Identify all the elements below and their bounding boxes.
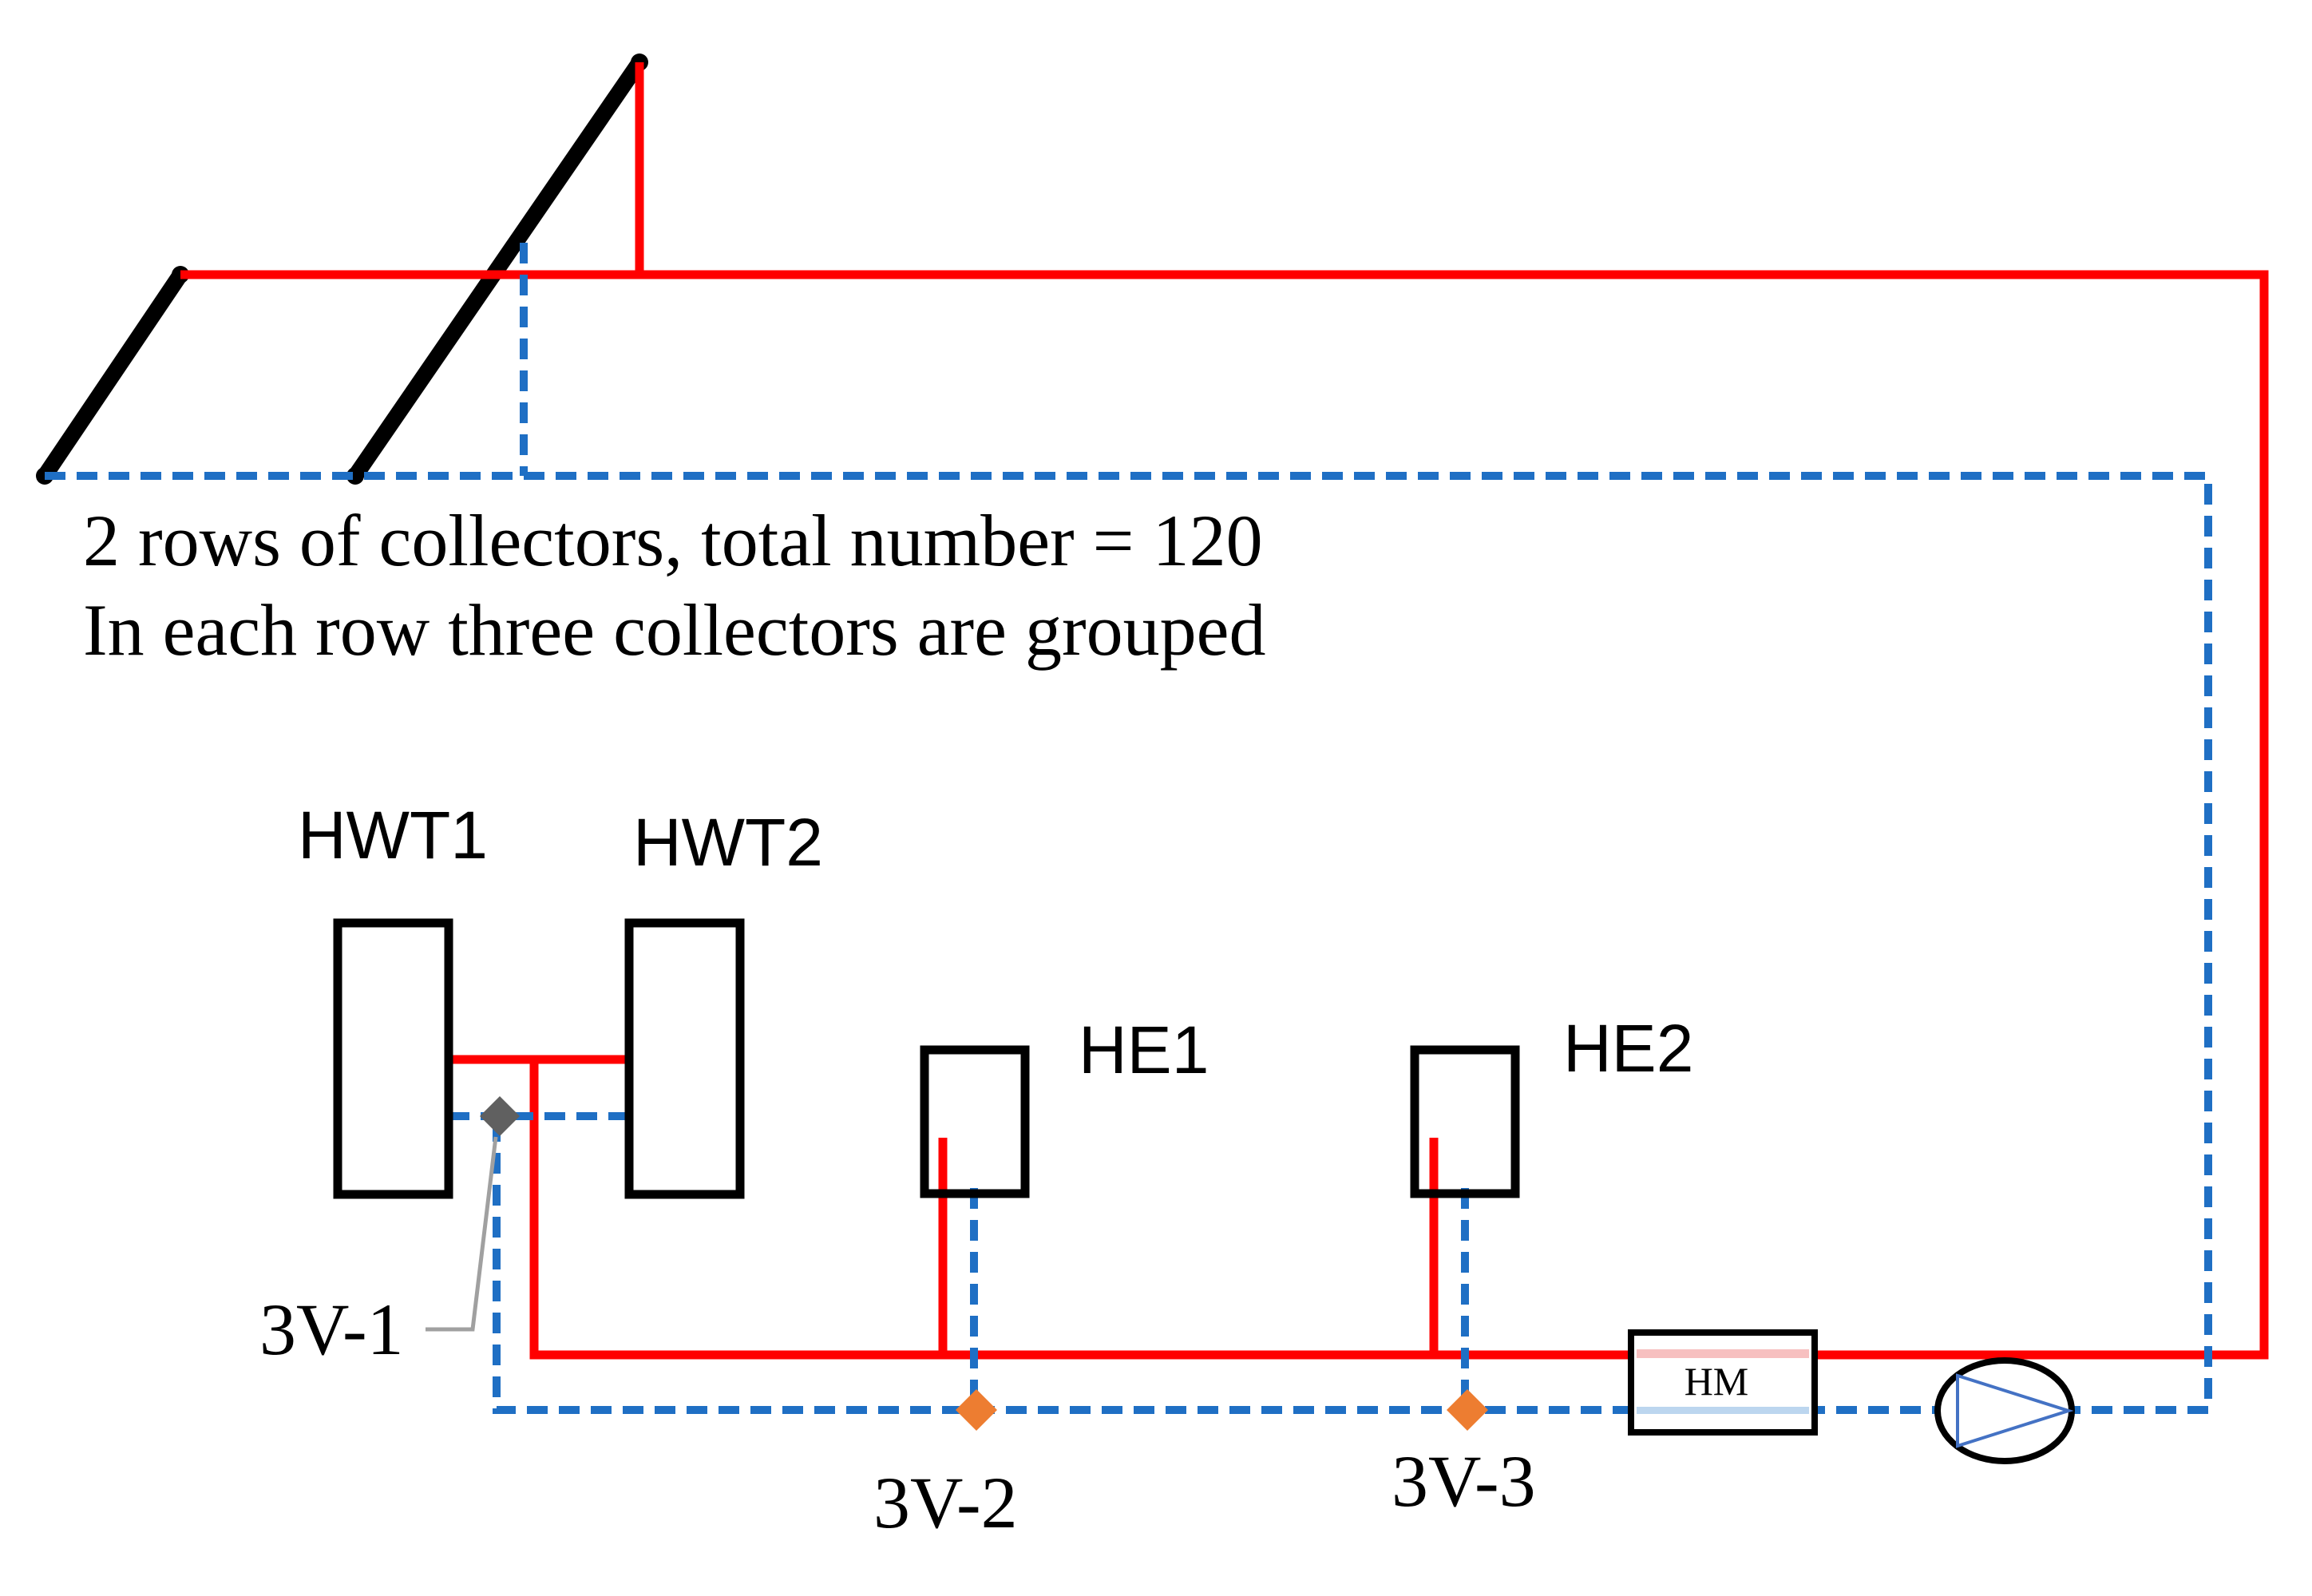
valve-3v1-label: 3V-1 [259, 1289, 404, 1370]
he1-box [920, 1045, 1030, 1198]
hwt2-tank [624, 918, 745, 1199]
collector-row-2 [346, 53, 648, 485]
hwt2-label: HWT2 [633, 805, 823, 880]
he2-box [1410, 1045, 1520, 1198]
hm-label: HM [1685, 1359, 1749, 1404]
supply-line [180, 62, 2269, 1360]
he1-label: HE1 [1079, 1012, 1209, 1087]
heat-meter: HM [1628, 1329, 1818, 1436]
pump-icon [1934, 1357, 2075, 1464]
hwt1-label: HWT1 [298, 798, 488, 873]
hwt1-tank [333, 918, 453, 1199]
note-line-1: 2 rows of collectors, total number = 120 [83, 500, 1263, 581]
valve-3v2-icon [956, 1389, 997, 1431]
valve-3v3-icon [1447, 1389, 1488, 1431]
note-line-2: In each row three collectors are grouped [83, 589, 1265, 671]
valve-3v1-leader [426, 1136, 498, 1332]
collector-row-1 [36, 266, 189, 485]
valve-3v1-icon [480, 1096, 520, 1136]
he2-label: HE2 [1563, 1011, 1693, 1086]
valve-3v3-label: 3V-3 [1392, 1440, 1536, 1522]
valve-3v2-label: 3V-2 [873, 1462, 1018, 1543]
return-line [45, 243, 2212, 1414]
